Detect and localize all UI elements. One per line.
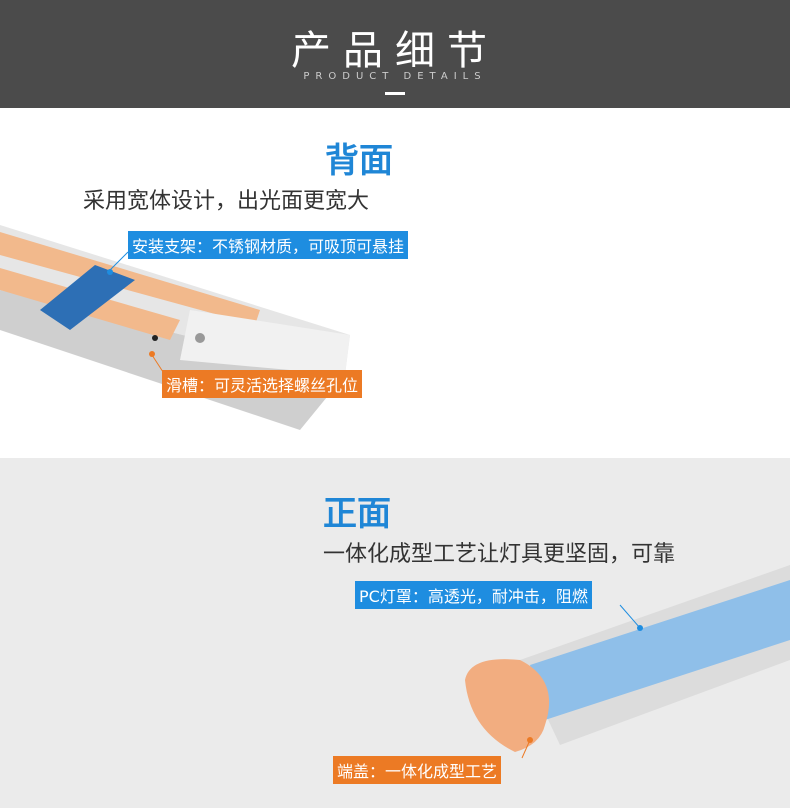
front-heading: 正面 [323,494,391,534]
header-divider [385,92,405,95]
section-header: 产品细节 PRODUCT DETAILS [0,0,790,108]
back-description: 采用宽体设计，出光面更宽大 [83,189,370,214]
back-heading: 背面 [325,141,393,181]
front-product-image [465,565,790,759]
front-description: 一体化成型工艺让灯具更坚固，可靠 [323,542,676,567]
bracket-label: 安装支架：不锈钢材质，可吸顶可悬挂 [128,231,409,259]
header-title: 产品细节 [291,28,499,74]
cover-label: PC灯罩：高透光，耐冲击，阻燃 [355,581,592,609]
header-subtitle: PRODUCT DETAILS [303,71,487,82]
endcap-label: 端盖：一体化成型工艺 [333,756,502,784]
slot-label: 滑槽：可灵活选择螺丝孔位 [162,370,363,398]
